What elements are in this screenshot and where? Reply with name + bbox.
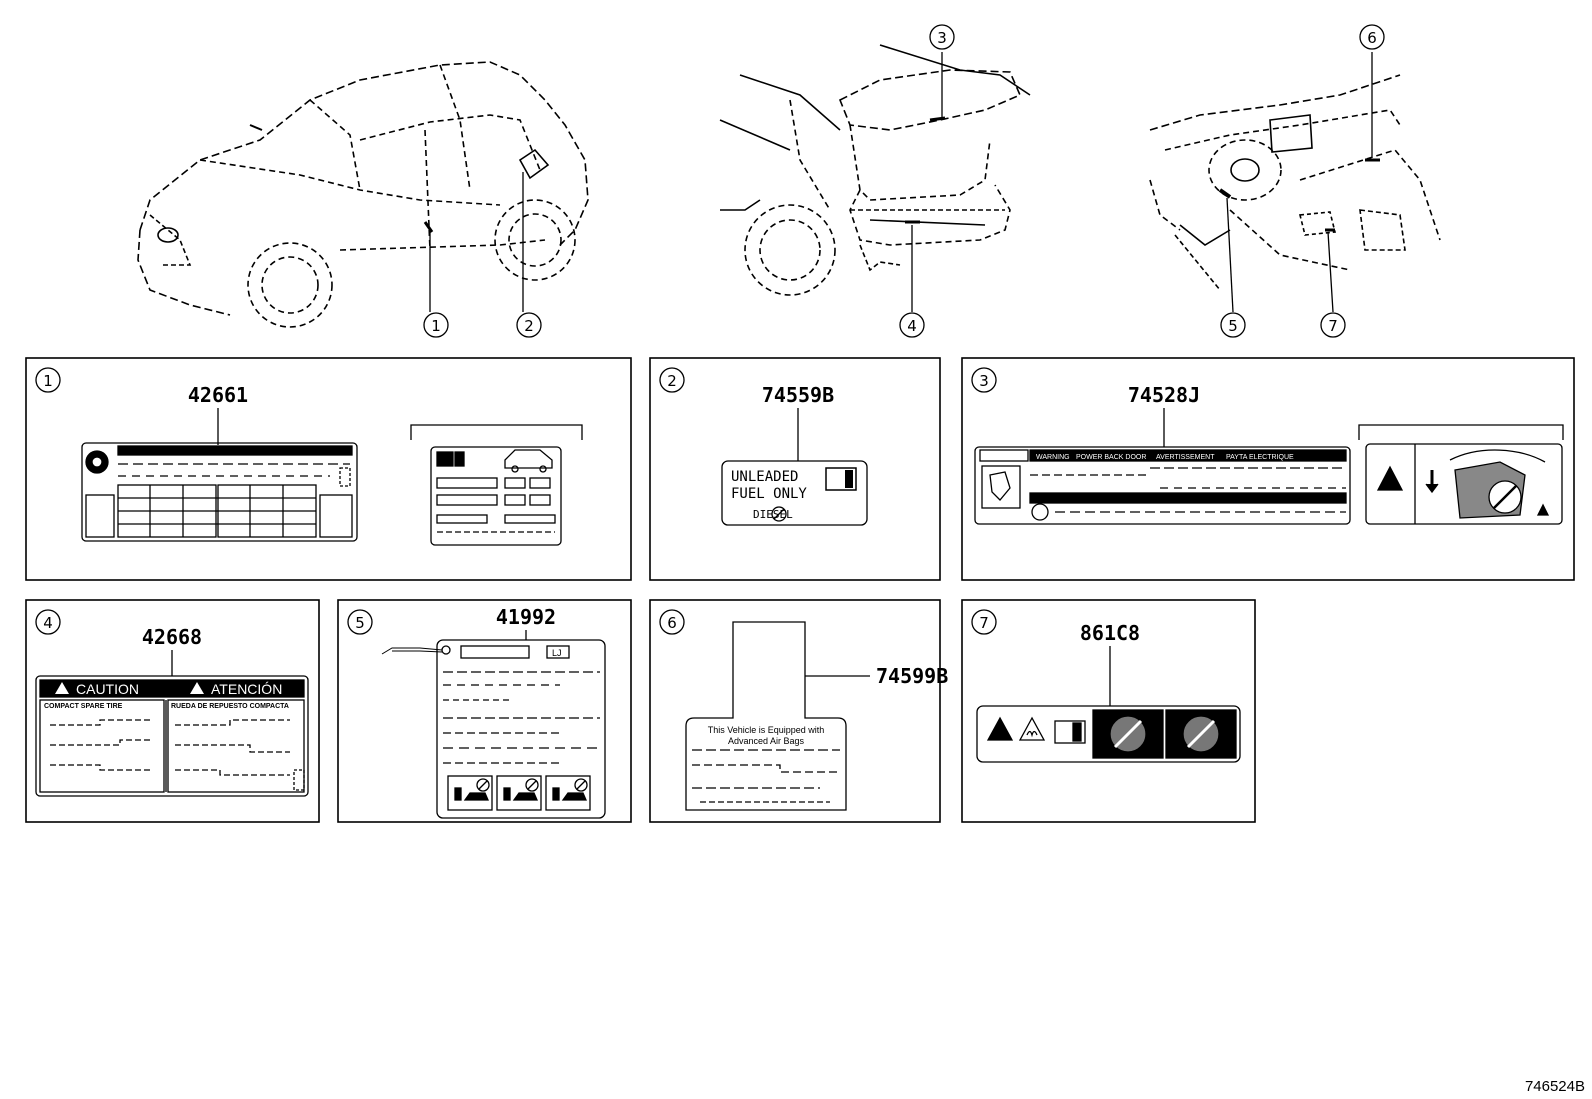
svg-text:UNLEADED: UNLEADED — [731, 469, 798, 485]
leader-lines-vehicle2 — [911, 52, 943, 312]
part-number-74528J: 74528J — [1128, 383, 1200, 407]
svg-text:3: 3 — [937, 29, 947, 47]
svg-text:2: 2 — [524, 317, 534, 335]
label-air-bag-text: This Vehicle is Equipped with Advanced A… — [708, 725, 825, 746]
label-hang-tag-code: LJ — [552, 648, 562, 658]
svg-text:ATENCIÓN: ATENCIÓN — [211, 681, 282, 697]
callout-3 — [929, 24, 955, 50]
svg-text:1: 1 — [43, 372, 53, 390]
svg-text:DIESEL: DIESEL — [753, 508, 793, 521]
panel-index-bubbles — [35, 367, 997, 635]
label-air-bag — [685, 621, 870, 811]
part-number-861C8: 861C8 — [1080, 621, 1140, 645]
callout-6 — [1359, 24, 1385, 50]
svg-text:2: 2 — [667, 372, 677, 390]
panel-index-numbers: 1 2 3 4 5 6 7 — [43, 372, 989, 632]
label-unleaded-fuel — [721, 408, 868, 526]
label-power-back-door-header: WARNING POWER BACK DOOR AVERTISSEMENT PA… — [1036, 454, 1294, 461]
callout-7 — [1320, 312, 1346, 338]
svg-text:4: 4 — [43, 614, 53, 632]
svg-text:3: 3 — [979, 372, 989, 390]
svg-text:7: 7 — [1328, 317, 1338, 335]
label-tire-info-alt — [410, 424, 583, 546]
label-power-back-door-pictogram — [1358, 424, 1564, 525]
diagram-id: 746524B — [1525, 1078, 1585, 1095]
panel-2 — [649, 357, 941, 581]
panel-3 — [961, 357, 1575, 581]
svg-text:6: 6 — [667, 614, 677, 632]
label-compact-spare — [35, 650, 309, 797]
part-number-74559B: 74559B — [762, 383, 834, 407]
callout-4 — [899, 312, 925, 338]
panel-4 — [25, 599, 320, 823]
leader-lines-vehicle1 — [429, 172, 524, 312]
part-numbers: 42661 74559B 74528J 42668 41992 74599B 8… — [142, 383, 1200, 688]
svg-text:LJ: LJ — [552, 648, 562, 658]
label-compact-spare-warn-icons — [55, 682, 204, 694]
panel-1 — [25, 357, 632, 581]
svg-text:POWER BACK DOOR: POWER BACK DOOR — [1076, 454, 1146, 461]
vehicle-exterior-illustration — [137, 61, 589, 328]
svg-text:CAUTION: CAUTION — [76, 681, 139, 697]
svg-text:RUEDA DE REPUESTO COMPACTA: RUEDA DE REPUESTO COMPACTA — [171, 703, 289, 710]
panel-7 — [961, 599, 1256, 823]
callout-1 — [423, 312, 449, 338]
part-number-42661: 42661 — [188, 383, 248, 407]
label-tire-loading — [81, 408, 358, 542]
svg-text:FUEL ONLY: FUEL ONLY — [731, 486, 807, 502]
svg-text:4: 4 — [907, 317, 917, 335]
vehicle-rear-illustration — [719, 44, 1031, 296]
callout-bubbles — [423, 24, 1385, 338]
svg-text:COMPACT SPARE TIRE: COMPACT SPARE TIRE — [44, 703, 123, 710]
svg-text:This Vehicle is Equipped with: This Vehicle is Equipped with — [708, 725, 825, 735]
part-number-41992: 41992 — [496, 605, 556, 629]
label-power-back-door — [974, 408, 1351, 525]
callout-5 — [1220, 312, 1246, 338]
callout-numbers: 1 2 3 4 6 5 7 — [431, 29, 1377, 335]
svg-text:5: 5 — [1228, 317, 1238, 335]
svg-text:Advanced Air Bags: Advanced Air Bags — [728, 736, 805, 746]
panel-6 — [649, 599, 941, 823]
label-unleaded-text: UNLEADED FUEL ONLY DIESEL — [731, 469, 807, 521]
panel-frames — [25, 357, 1575, 823]
svg-text:7: 7 — [979, 614, 989, 632]
callout-2 — [516, 312, 542, 338]
label-seat-warning — [976, 646, 1241, 763]
vehicle-interior-illustration — [1149, 74, 1441, 291]
leader-lines-vehicle3 — [1226, 52, 1373, 313]
svg-text:AVERTISSEMENT: AVERTISSEMENT — [1156, 454, 1215, 461]
label-hang-tag — [381, 630, 606, 819]
svg-text:6: 6 — [1367, 29, 1377, 47]
label-compact-spare-columns: COMPACT SPARE TIRE RUEDA DE REPUESTO COM… — [44, 703, 289, 710]
svg-text:PAYTA ELECTRIQUE: PAYTA ELECTRIQUE — [1226, 454, 1294, 461]
svg-text:1: 1 — [431, 317, 441, 335]
part-number-42668: 42668 — [142, 625, 202, 649]
label-compact-spare-header: CAUTION ATENCIÓN — [76, 681, 282, 697]
part-number-74599B: 74599B — [876, 664, 948, 688]
panel-5 — [337, 599, 632, 823]
svg-text:WARNING: WARNING — [1036, 454, 1070, 461]
svg-text:5: 5 — [355, 614, 365, 632]
